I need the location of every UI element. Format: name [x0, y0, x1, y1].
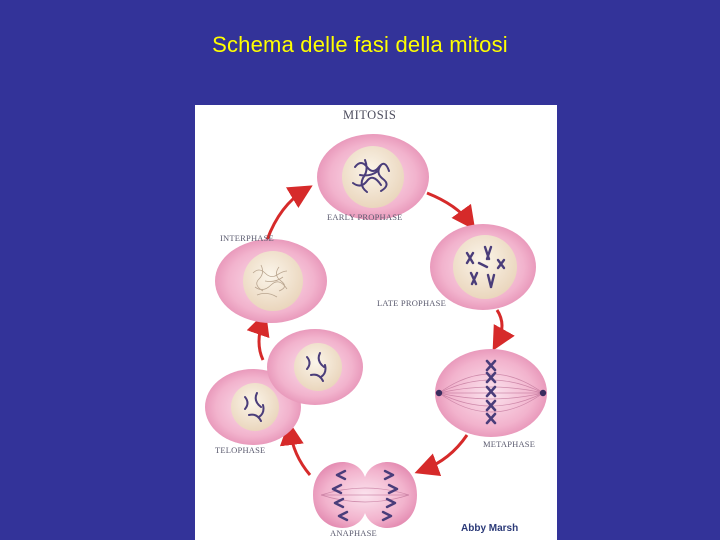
- arrow-metaphase-to-anaphase: [423, 435, 467, 470]
- arrow-early-to-late: [427, 193, 470, 223]
- label-interphase: INTERPHASE: [220, 233, 274, 243]
- slide-title: Schema delle fasi della mitosi: [0, 32, 720, 58]
- mitosis-diagram: MITOSIS EARLY PROPHASE: [195, 105, 557, 540]
- early-prophase-cell: [317, 134, 429, 220]
- metaphase-cell: [435, 349, 547, 437]
- label-early-prophase: EARLY PROPHASE: [327, 212, 403, 222]
- figure-title: MITOSIS: [343, 108, 396, 122]
- arrow-telophase-to-interphase: [259, 320, 263, 360]
- telophase-cell: [205, 329, 363, 445]
- arrow-late-to-metaphase: [497, 310, 502, 343]
- label-anaphase: ANAPHASE: [330, 528, 377, 538]
- arrow-anaphase-to-telophase: [290, 430, 310, 475]
- anaphase-cell: [313, 462, 417, 528]
- label-late-prophase: LATE PROPHASE: [377, 298, 446, 308]
- credit-text: Abby Marsh: [461, 523, 518, 534]
- label-telophase: TELOPHASE: [215, 445, 265, 455]
- label-metaphase: METAPHASE: [483, 439, 535, 449]
- interphase-cell: [215, 239, 327, 323]
